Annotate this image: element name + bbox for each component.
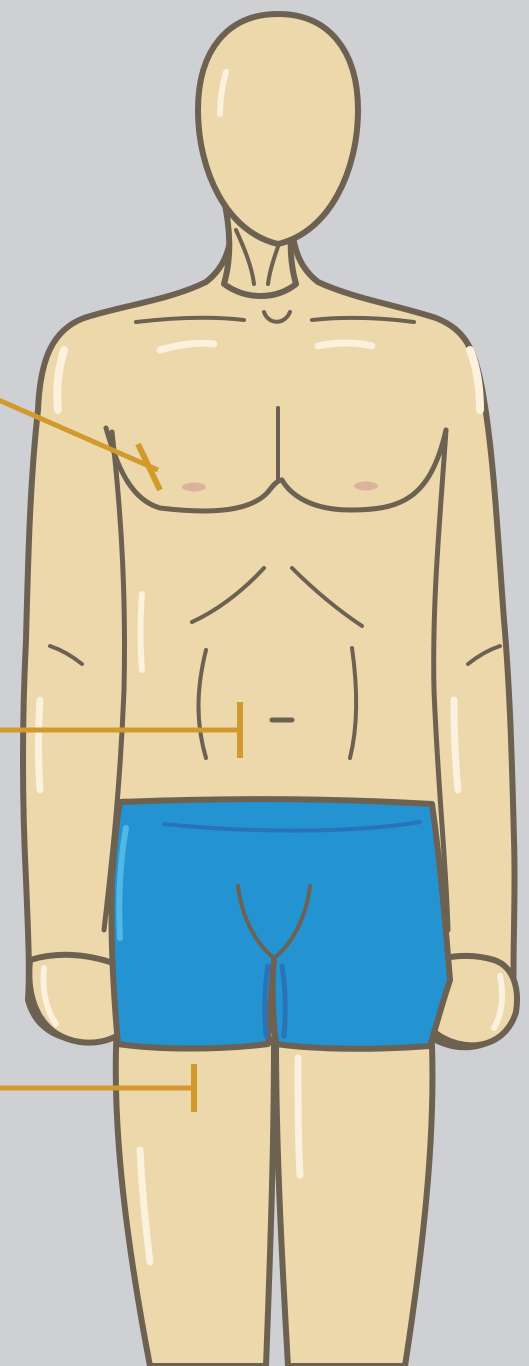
abdomen-highlight xyxy=(141,594,143,670)
left-nipple xyxy=(182,483,206,492)
right-forearm-highlight xyxy=(454,700,458,790)
right-nipple xyxy=(354,482,378,491)
shorts xyxy=(111,799,450,1049)
right-leg-highlight xyxy=(298,1058,300,1175)
chest-highlight-right xyxy=(318,343,372,346)
left-forearm-highlight xyxy=(39,700,41,790)
